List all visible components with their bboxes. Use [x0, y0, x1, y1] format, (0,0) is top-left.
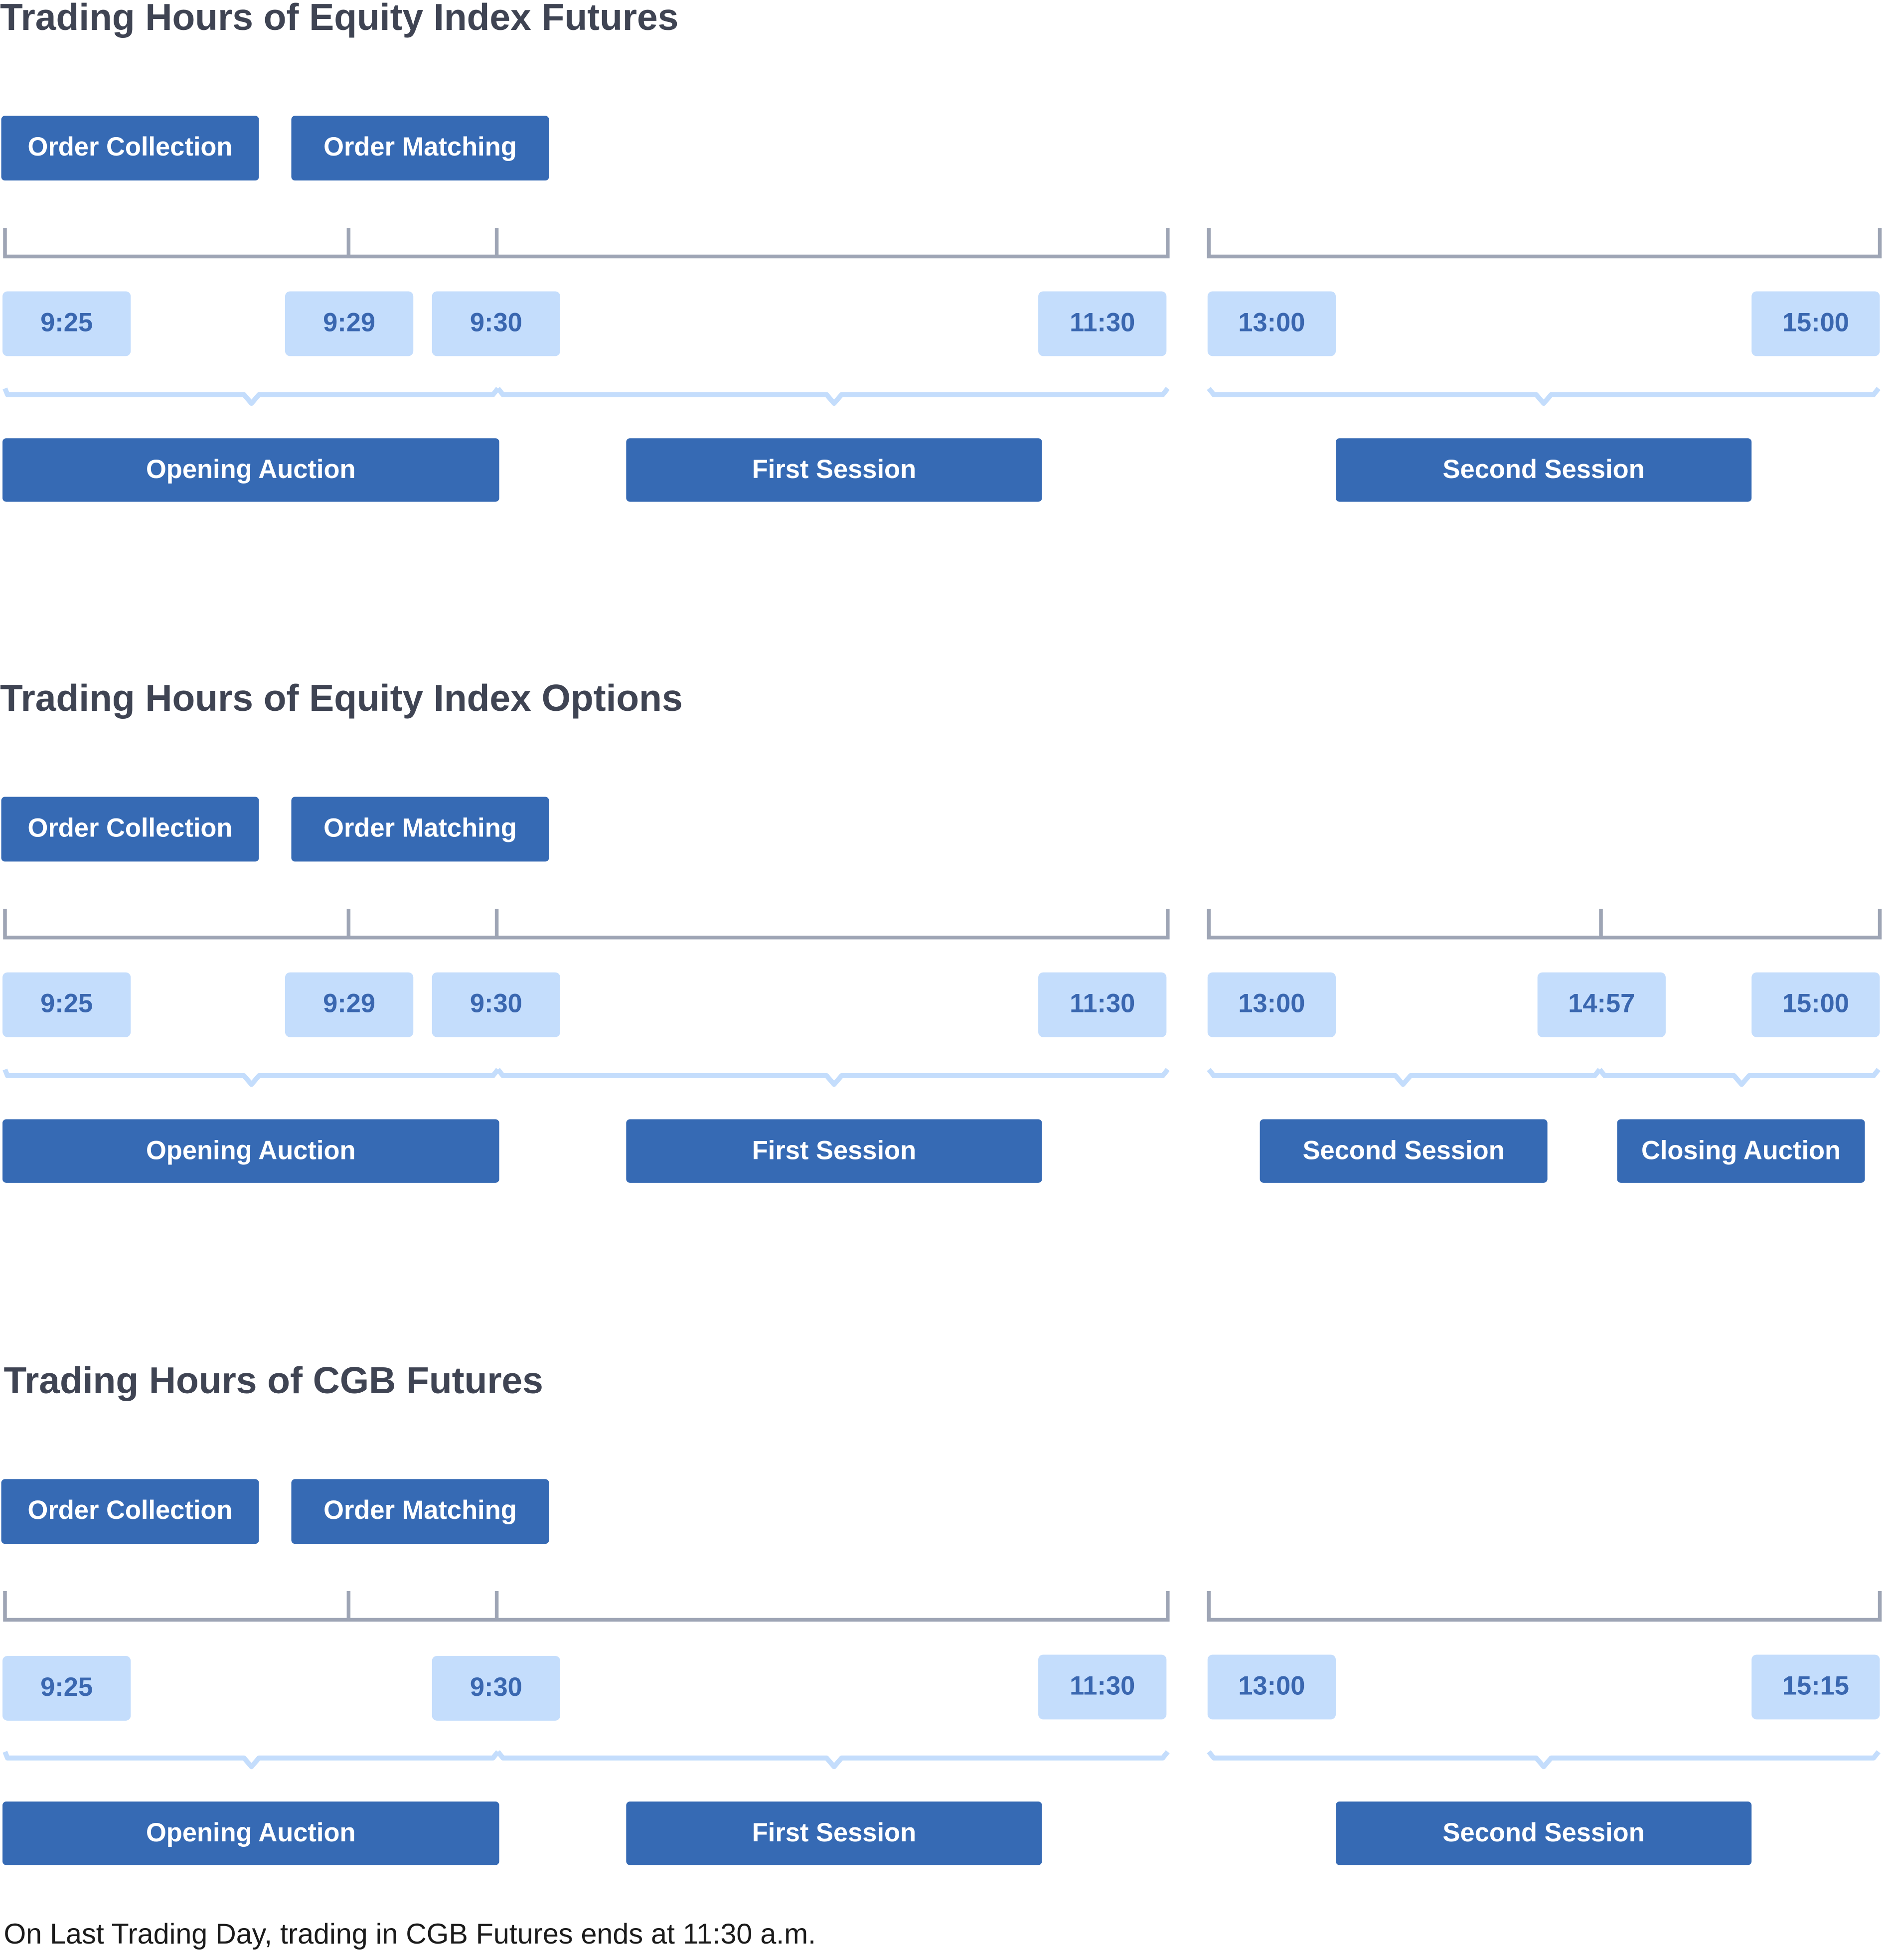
section-title: Trading Hours of Equity Index Options [0, 678, 683, 720]
legend-order-matching: Order Matching [291, 797, 549, 862]
time-label: 9:29 [285, 291, 414, 356]
curly-brace [2, 1068, 1881, 1087]
curly-brace [2, 387, 1881, 406]
time-label: 13:00 [1207, 291, 1336, 356]
session-second: Second Session [1260, 1119, 1548, 1183]
time-label: 11:30 [1038, 291, 1167, 356]
time-label: 9:30 [432, 1655, 560, 1721]
session-second: Second Session [1336, 1801, 1752, 1865]
time-label: 15:00 [1751, 972, 1880, 1037]
time-label: 15:15 [1751, 1654, 1880, 1720]
timeline-axis [3, 909, 1882, 940]
session-first: First Session [626, 438, 1042, 502]
time-label: 9:30 [432, 972, 560, 1037]
legend-order-matching: Order Matching [291, 1479, 549, 1544]
legend-order-collection: Order Collection [1, 797, 259, 862]
time-label: 13:00 [1207, 1654, 1336, 1720]
time-label: 9:25 [2, 972, 131, 1037]
curly-brace [2, 1750, 1881, 1770]
section-title: Trading Hours of Equity Index Futures [0, 0, 679, 39]
session-first: First Session [626, 1119, 1042, 1183]
session-closing-auction: Closing Auction [1617, 1119, 1865, 1183]
section-title: Trading Hours of CGB Futures [3, 1360, 543, 1402]
time-label: 14:57 [1537, 972, 1666, 1037]
time-label: 11:30 [1038, 972, 1167, 1037]
session-opening-auction: Opening Auction [2, 438, 499, 502]
legend-order-collection: Order Collection [1, 1479, 259, 1544]
time-label: 15:00 [1751, 291, 1880, 356]
time-label: 9:25 [2, 291, 131, 356]
session-opening-auction: Opening Auction [2, 1119, 499, 1183]
time-label: 9:30 [432, 291, 560, 356]
section-cgb-futures: Trading Hours of CGB Futures Order Colle… [0, 1363, 1891, 1886]
time-label: 9:29 [285, 972, 414, 1037]
session-opening-auction: Opening Auction [2, 1801, 499, 1865]
timeline-axis [3, 228, 1882, 259]
session-first: First Session [626, 1801, 1042, 1865]
footnote: On Last Trading Day, trading in CGB Futu… [3, 1917, 816, 1950]
section-equity-index-options: Trading Hours of Equity Index Options Or… [0, 678, 1891, 1204]
time-label: 13:00 [1207, 972, 1336, 1037]
legend-order-matching: Order Matching [291, 116, 549, 181]
time-label: 11:30 [1038, 1654, 1167, 1720]
session-second: Second Session [1336, 438, 1752, 502]
time-label: 9:25 [2, 1655, 131, 1721]
timeline-axis [3, 1591, 1882, 1622]
legend-order-collection: Order Collection [1, 116, 259, 181]
